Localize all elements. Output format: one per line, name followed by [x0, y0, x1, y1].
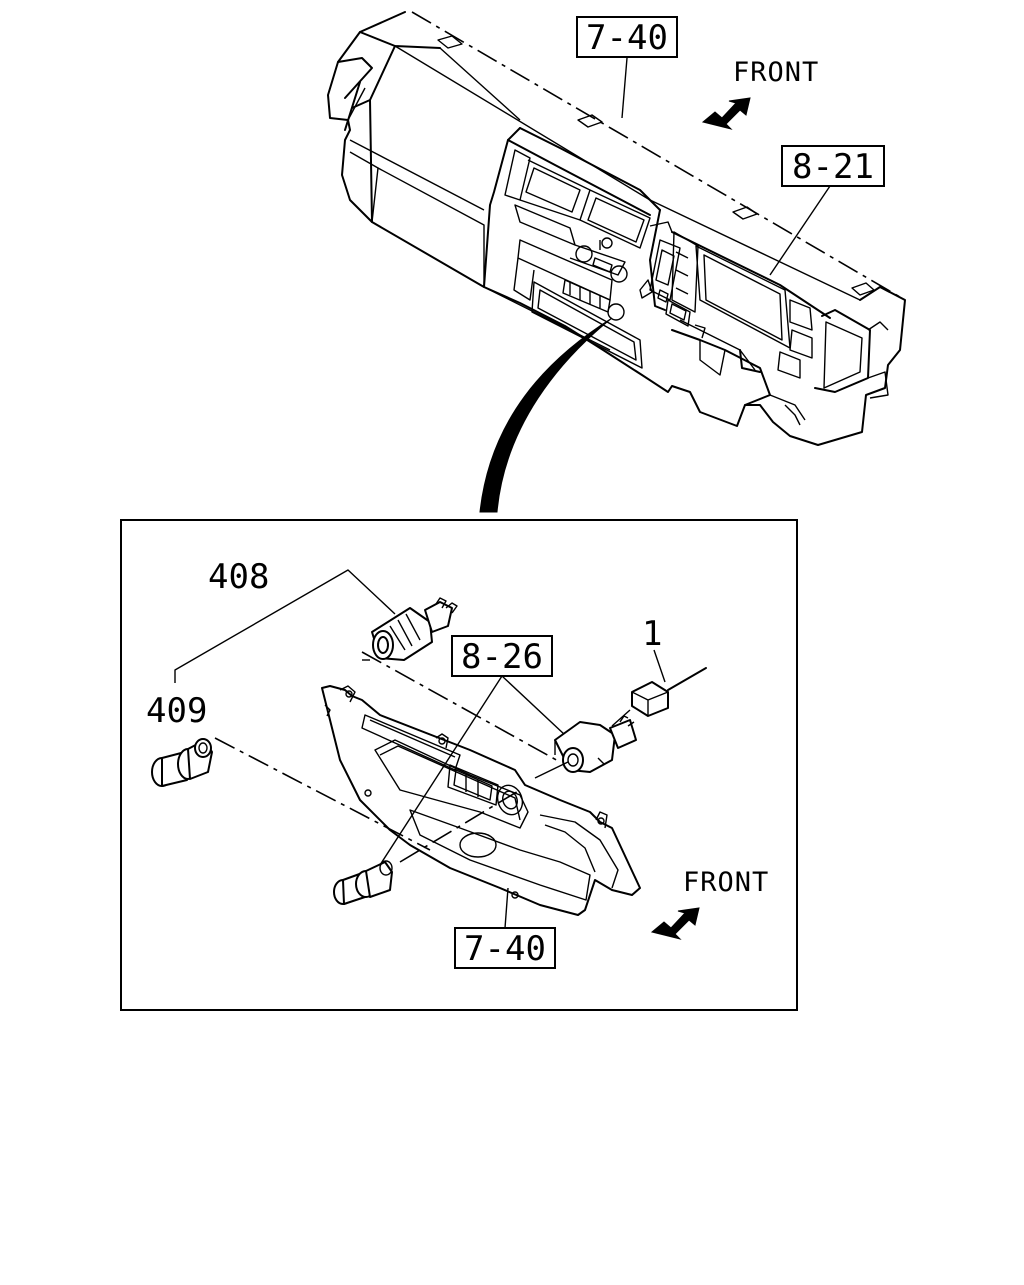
callout-8-26: 8-26	[451, 635, 553, 677]
assembly-line-switch	[399, 789, 521, 863]
callout-7-40-bottom: 7-40	[454, 927, 556, 969]
front-label-top: FRONT	[733, 57, 819, 88]
leader-408-bracket	[174, 569, 396, 683]
leader-part-1	[653, 649, 666, 683]
callout-8-21: 8-21	[781, 145, 885, 187]
part-409-plug	[151, 738, 213, 787]
callout-7-40-top-text: 7-40	[586, 18, 668, 58]
callout-7-40-bottom-text: 7-40	[464, 929, 546, 969]
leader-7-40-bottom	[504, 887, 509, 929]
part-label-408: 408	[208, 557, 269, 597]
assembly-line-connector	[611, 709, 631, 727]
part-8-26-switch	[554, 715, 637, 773]
leader-8-21	[769, 185, 831, 276]
detail-pointer-swoosh	[479, 317, 613, 513]
assembly-line-right	[534, 761, 569, 779]
front-arrow-icon	[701, 97, 751, 130]
callout-8-21-text: 8-21	[792, 147, 874, 187]
part-408-switch	[371, 597, 458, 661]
dashboard-assembly	[327, 11, 906, 446]
part-8-26-lower-switch	[333, 860, 393, 905]
front-arrow-icon	[650, 907, 700, 940]
leader-8-26-right	[501, 675, 566, 736]
leader-7-40-top	[621, 57, 628, 119]
assembly-line-409	[214, 737, 431, 851]
callout-7-40-top: 7-40	[576, 16, 678, 58]
callout-8-26-text: 8-26	[461, 637, 543, 677]
front-label-detail: FRONT	[683, 867, 769, 898]
part-1-connector	[631, 667, 707, 717]
part-label-409: 409	[146, 691, 207, 731]
part-label-1: 1	[642, 614, 662, 654]
leader-8-26-left	[379, 675, 503, 866]
detail-frame	[120, 519, 798, 1011]
center-bezel-panel	[321, 685, 641, 916]
